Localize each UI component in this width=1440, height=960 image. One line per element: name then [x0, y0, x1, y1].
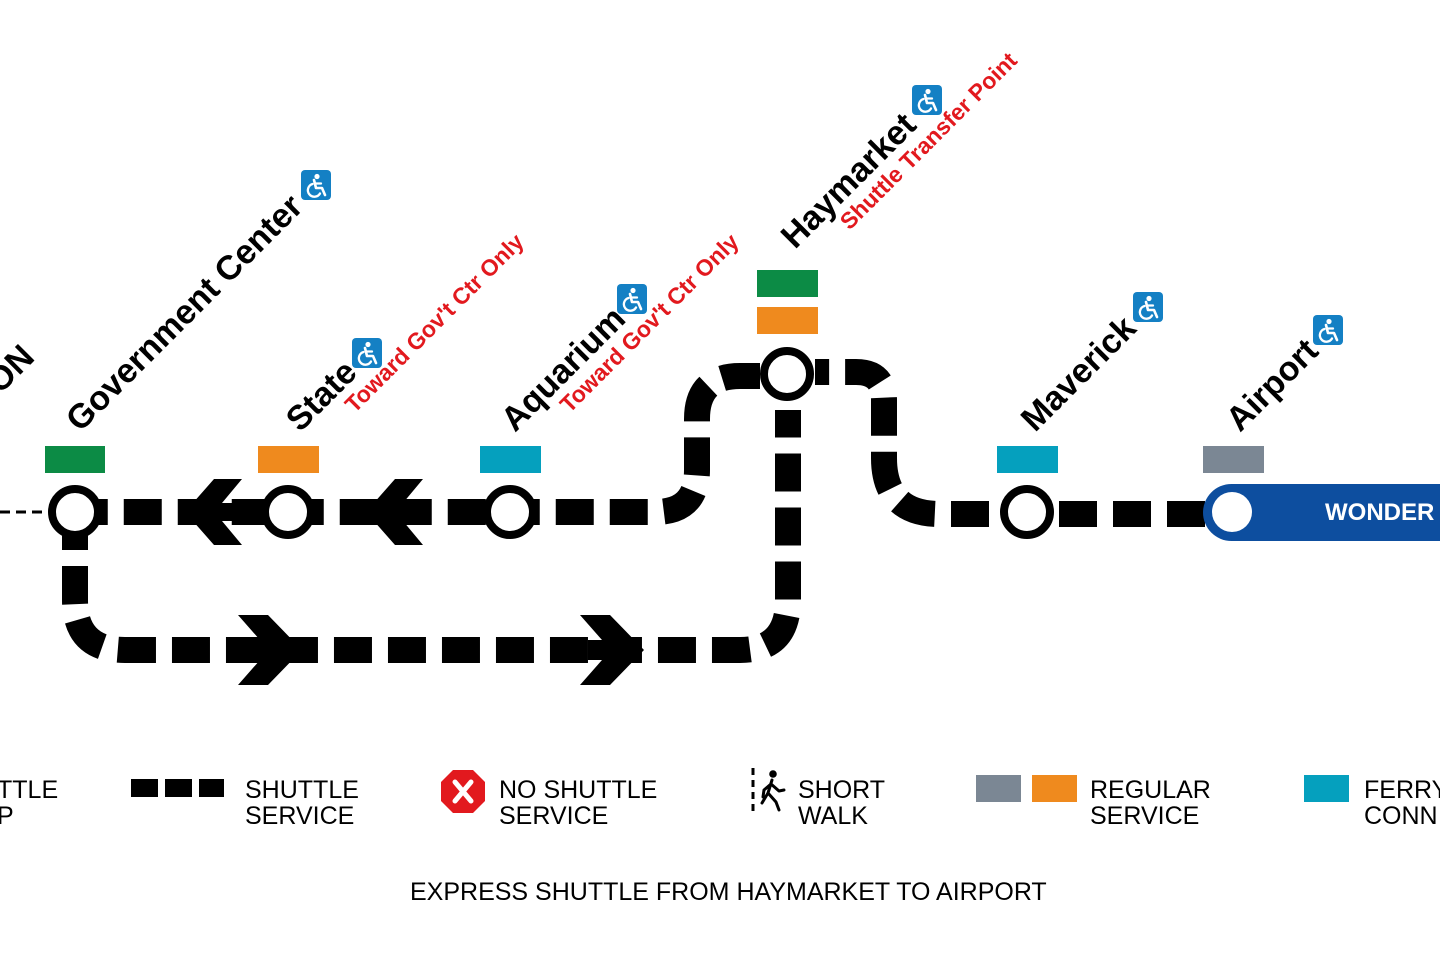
gray-swatch — [976, 775, 1021, 802]
shuttle-dash-swatch — [165, 779, 192, 797]
svg-text:P: P — [0, 802, 14, 830]
connection-gray-airport — [1203, 446, 1264, 473]
svg-text:NO SHUTTLE: NO SHUTTLE — [499, 776, 657, 804]
station-note: Toward Gov't Ctr Only — [340, 228, 529, 417]
svg-text:REGULAR: REGULAR — [1090, 776, 1211, 804]
caption: EXPRESS SHUTTLE FROM HAYMARKET TO AIRPOR… — [410, 878, 1047, 906]
wheelchair-icon — [299, 168, 333, 202]
connection-orange-state — [258, 446, 319, 473]
terminal-label: WONDER — [1325, 499, 1434, 526]
arrow-icon — [185, 479, 242, 545]
legend-shuttle-service: SHUTTLE SERVICE — [131, 776, 359, 830]
wheelchair-icon — [350, 336, 384, 370]
svg-text:SERVICE: SERVICE — [245, 802, 354, 830]
svg-text:TTLE: TTLE — [0, 776, 58, 804]
shuttle-route-express — [62, 410, 801, 663]
wheelchair-icon — [1131, 290, 1165, 324]
shuttle-dash-swatch — [131, 779, 158, 797]
svg-text:SERVICE: SERVICE — [1090, 802, 1199, 830]
stop-state[interactable] — [261, 485, 315, 539]
station-stops — [48, 347, 1054, 539]
svg-text:FERRY: FERRY — [1364, 776, 1440, 804]
legend-short-walk: SHORT WALK — [751, 768, 885, 830]
connection-ferry-maverick — [997, 446, 1058, 473]
svg-text:SHUTTLE: SHUTTLE — [245, 776, 359, 804]
station-label-government-center: Government Center — [59, 187, 310, 438]
svg-text:WALK: WALK — [798, 802, 868, 830]
pedestrian-icon — [760, 770, 786, 812]
shuttle-route-westbound — [75, 359, 1205, 527]
station-label-partial: ON — [0, 338, 42, 401]
connection-ferry-aquarium — [480, 446, 541, 473]
station-name: Maverick — [1014, 309, 1144, 439]
connection-green-haymarket — [757, 270, 818, 297]
arrow-icon — [366, 479, 423, 545]
svg-text:ON: ON — [0, 338, 42, 401]
svg-text:CONN: CONN — [1364, 802, 1438, 830]
stop-government-center[interactable] — [48, 485, 102, 539]
station-label-airport: Airport — [1219, 332, 1326, 439]
station-label-state: State Toward Gov't Ctr Only — [279, 228, 529, 438]
ferry-swatch — [1304, 775, 1349, 802]
orange-swatch — [1032, 775, 1077, 802]
legend-ferry: FERRY CONN — [1304, 775, 1440, 830]
station-name: Airport — [1219, 332, 1326, 439]
terminal-wonderland[interactable]: WONDER — [1203, 484, 1440, 541]
legend-no-shuttle: NO SHUTTLE SERVICE — [441, 770, 657, 830]
stop-maverick[interactable] — [1000, 485, 1054, 539]
legend: TTLE P SHUTTLE SERVICE NO SHUTTLE SERVIC… — [0, 768, 1440, 830]
arrow-icon — [238, 615, 302, 685]
svg-text:SHORT: SHORT — [798, 776, 885, 804]
station-name: Government Center — [59, 187, 310, 438]
stop-haymarket[interactable] — [760, 347, 814, 401]
svg-text:SERVICE: SERVICE — [499, 802, 608, 830]
x-octagon-icon — [441, 770, 485, 813]
connection-green-government-center — [45, 446, 105, 473]
stop-aquarium[interactable] — [483, 485, 537, 539]
legend-regular-service: REGULAR SERVICE — [976, 775, 1211, 830]
wheelchair-icon — [1311, 313, 1345, 347]
legend-shuttle-stop: TTLE P — [0, 776, 58, 830]
station-label-haymarket: Haymarket Shuttle Transfer Point — [774, 47, 1022, 256]
connection-orange-haymarket — [757, 307, 818, 334]
wheelchair-icon — [910, 83, 944, 117]
wheelchair-icon — [615, 282, 649, 316]
arrow-icon — [580, 615, 644, 685]
shuttle-dash-swatch — [199, 779, 224, 797]
connection-bars — [45, 270, 1264, 473]
station-label-maverick: Maverick — [1014, 309, 1144, 439]
